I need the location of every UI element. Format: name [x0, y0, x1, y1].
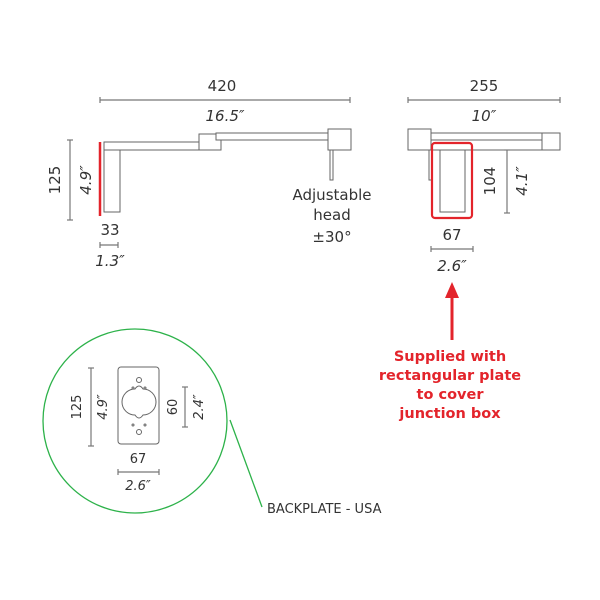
detail-circle — [42, 328, 228, 514]
lamp-side-drawing — [103, 128, 352, 213]
side-depth-in: 1.3″ — [95, 252, 125, 270]
backplate-width-dimension-line — [117, 469, 160, 475]
folded-height-dimension-line — [504, 149, 510, 214]
hole-dimension-line — [182, 386, 188, 428]
detail-leader-line — [229, 419, 263, 508]
lamp-folded-drawing — [407, 128, 561, 213]
folded-view: 255 10″ 104 4.1″ 67 2.6″ — [407, 77, 561, 275]
plate-width-dimension-line — [430, 246, 474, 252]
folded-width-in: 10″ — [472, 107, 497, 125]
side-width-dimension-line — [99, 97, 351, 103]
backplate-height-mm: 125 — [70, 395, 85, 420]
side-height-dimension-line — [67, 139, 73, 221]
head-note-line-1: Adjustable — [293, 186, 372, 204]
head-note-line-3: ±30° — [312, 228, 351, 246]
plate-width-mm: 67 — [442, 226, 461, 244]
backplate-label: BACKPLATE - USA — [267, 502, 382, 517]
side-width-mm: 420 — [208, 77, 237, 95]
backplate-width-in: 2.6″ — [125, 479, 151, 494]
side-view: 420 16.5″ 125 4.9″ 33 1.3″ — [46, 77, 372, 270]
rectangular-plate-highlight — [430, 141, 474, 220]
backplate-drawing — [117, 366, 160, 445]
callout-line-1: Supplied with — [394, 349, 506, 365]
backplate-detail: 125 4.9″ 60 2.4″ 67 2.6″ BACKPLATE - USA — [42, 328, 382, 517]
callout-line-3: to cover — [417, 387, 485, 403]
folded-width-dimension-line — [407, 97, 561, 103]
side-height-mm: 125 — [46, 166, 64, 195]
callout-line-2: rectangular plate — [379, 368, 521, 384]
plate-width-in: 2.6″ — [437, 257, 467, 275]
side-depth-dimension-line — [99, 242, 119, 248]
side-height-in: 4.9″ — [77, 165, 95, 195]
side-width-in: 16.5″ — [205, 107, 244, 125]
callout-line-4: junction box — [398, 406, 501, 422]
backplate-width-mm: 67 — [130, 452, 147, 467]
side-depth-mm: 33 — [100, 221, 119, 239]
head-note-line-2: head — [313, 206, 350, 224]
backplate-height-dimension-line — [88, 367, 94, 447]
folded-width-mm: 255 — [470, 77, 499, 95]
folded-height-in: 4.1″ — [513, 166, 531, 196]
folded-height-mm: 104 — [481, 167, 499, 196]
backplate-height-in: 4.9″ — [96, 394, 111, 420]
callout-arrow-icon — [445, 282, 459, 340]
hole-mm: 60 — [166, 399, 181, 416]
hole-in: 2.4″ — [192, 394, 207, 420]
